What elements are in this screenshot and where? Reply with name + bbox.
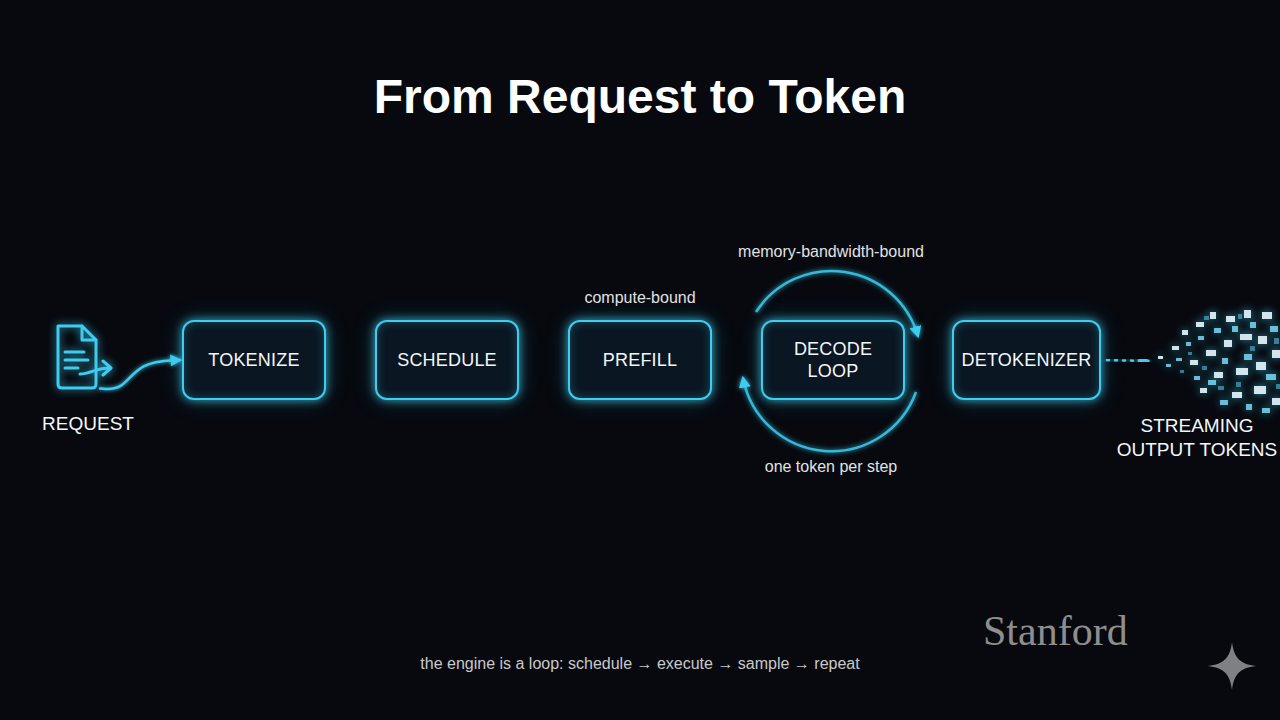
output-node: STREAMING OUTPUT TOKENS [1112, 306, 1280, 456]
node-label: REQUEST [38, 412, 138, 436]
slide-title: From Request to Token [0, 68, 1280, 126]
document-icon-part [103, 361, 111, 375]
token-stream-art [1150, 306, 1280, 416]
flow-arrow [1107, 360, 1148, 361]
token-stream-art-part [1158, 310, 1280, 405]
annotation-text: memory-bandwidth-bound [738, 242, 924, 262]
node-label-holder: STREAMING OUTPUT TOKENS [1112, 414, 1280, 462]
document-icon-part [65, 352, 88, 368]
process-box: SCHEDULE [375, 320, 519, 400]
flow-arrow [907, 359, 950, 362]
node-label: SCHEDULE [397, 349, 497, 371]
node-label: DECODE LOOP [783, 338, 883, 382]
token-stream-art-part [1180, 314, 1280, 390]
annotation-text: compute-bound [584, 288, 695, 308]
process-box: PREFILL [568, 320, 712, 400]
request-node: REQUEST [38, 318, 138, 438]
watermark: Stanford [983, 606, 1128, 656]
flow-arrow [100, 360, 180, 389]
document-icon-part [82, 326, 96, 340]
sparkle-icon [1208, 642, 1256, 690]
node-label: PREFILL [603, 349, 677, 371]
flow-arrow [521, 359, 566, 362]
annotation-text: one token per step [765, 457, 898, 477]
node-label: STREAMING OUTPUT TOKENS [1112, 414, 1280, 462]
process-box: TOKENIZE [182, 320, 326, 400]
node-label: TOKENIZE [208, 349, 299, 371]
node-label: DETOKENIZER [962, 349, 1092, 371]
slide-caption: the engine is a loop: schedule → execute… [0, 654, 1280, 674]
document-icon [52, 322, 116, 392]
document-icon-part [58, 326, 96, 388]
flow-arrow [328, 359, 373, 362]
process-box: DECODE LOOP [761, 320, 905, 400]
flow-arrow [714, 359, 759, 362]
token-stream-art-part [1166, 322, 1278, 413]
node-label-holder: REQUEST [38, 412, 138, 436]
process-box: DETOKENIZER [952, 320, 1101, 400]
